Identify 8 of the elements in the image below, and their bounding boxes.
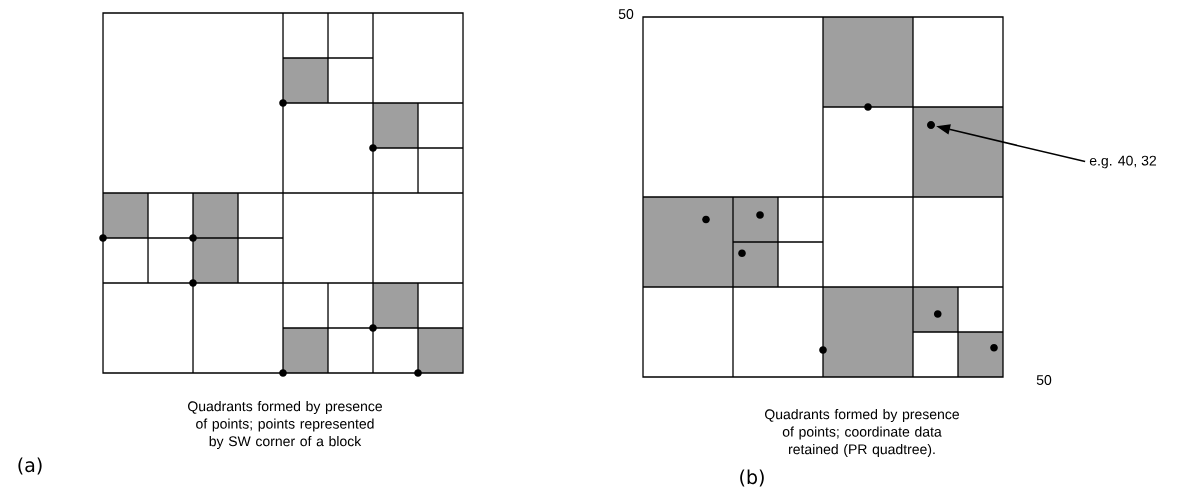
axis-value: 50 xyxy=(1036,375,1052,385)
axis-value: 50 xyxy=(618,9,634,19)
callout-text: e.g. 40, 32 xyxy=(1089,155,1156,169)
figure-caption: Quadrants formed by presence of points; points represented by SW corner of a block xyxy=(188,400,382,449)
panel-label: (a) xyxy=(18,457,42,475)
figure-caption: Quadrants formed by presence of points; coordinate data retained (PR quadtree). xyxy=(765,408,959,457)
panel-label: (b) xyxy=(740,469,764,487)
data-point xyxy=(927,121,935,129)
